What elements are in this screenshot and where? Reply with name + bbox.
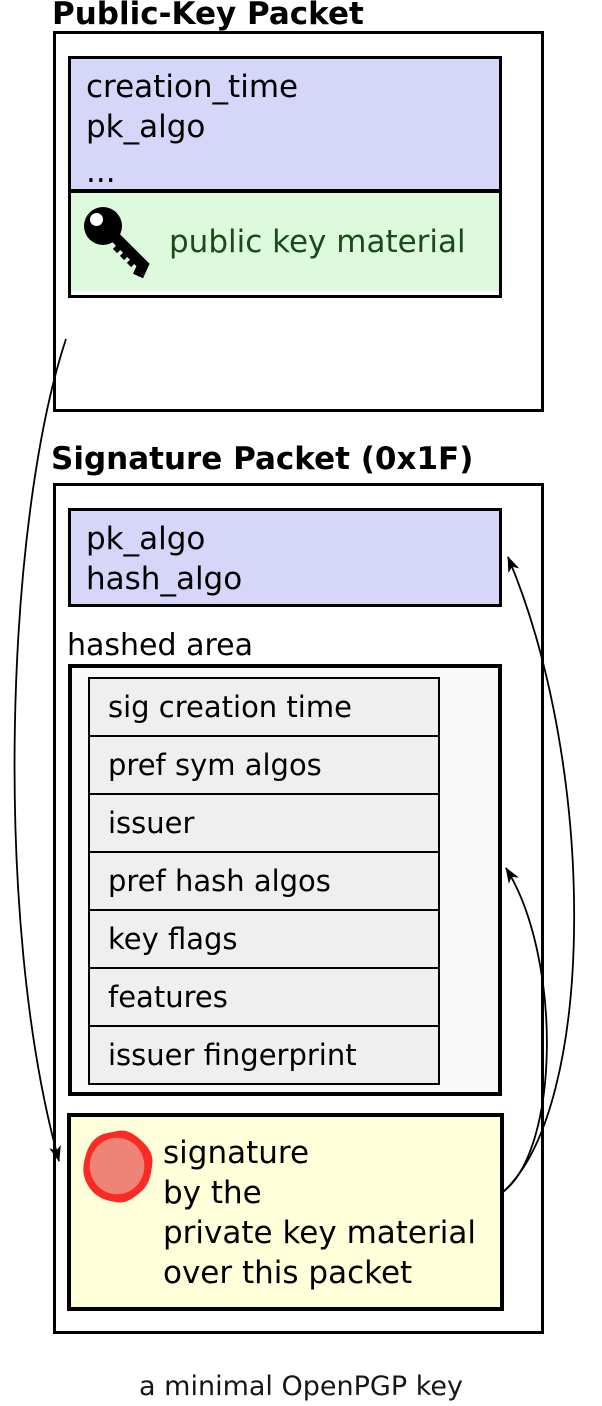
subpacket-row-issuer-fingerprint: issuer fingerprint <box>88 1025 440 1085</box>
subpacket-row-sig-creation-time: sig creation time <box>88 677 440 737</box>
wax-seal-icon <box>79 1127 157 1207</box>
signature-packet-title: Signature Packet (0x1F) <box>51 441 474 477</box>
field-hash-algo: hash_algo <box>86 561 243 597</box>
public-key-material-label: public key material <box>169 224 466 260</box>
signature-line-1: signature <box>163 1135 310 1171</box>
signature-description: signature by the private key material ov… <box>163 1133 476 1293</box>
subpacket-row-pref-sym-algos: pref sym algos <box>88 735 440 795</box>
field-pk-algo: pk_algo <box>86 109 206 145</box>
public-key-material-section: public key material <box>71 193 499 291</box>
signature-value-box: signature by the private key material ov… <box>67 1113 504 1311</box>
public-key-packet-stack: creation_time pk_algo ... public key mat… <box>68 56 502 298</box>
signature-line-3: private key material <box>163 1215 476 1251</box>
field-pk-algo-sig: pk_algo <box>86 521 206 557</box>
subpacket-table: sig creation time pref sym algos issuer … <box>88 677 440 1085</box>
field-creation-time: creation_time <box>86 69 299 105</box>
signature-header-section: pk_algo hash_algo <box>68 508 502 607</box>
key-icon <box>79 200 159 284</box>
hashed-area-box: sig creation time pref sym algos issuer … <box>68 664 502 1096</box>
subpacket-row-pref-hash-algos: pref hash algos <box>88 851 440 911</box>
signature-line-2: by the <box>163 1175 262 1211</box>
signature-line-4: over this packet <box>163 1255 413 1291</box>
subpacket-row-features: features <box>88 967 440 1027</box>
public-key-header-section: creation_time pk_algo ... <box>71 59 499 193</box>
hashed-area-label: hashed area <box>67 628 253 663</box>
subpacket-row-issuer: issuer <box>88 793 440 853</box>
field-ellipsis: ... <box>86 154 116 190</box>
subpacket-row-key-flags: key flags <box>88 909 440 969</box>
diagram-caption: a minimal OpenPGP key <box>139 1371 463 1402</box>
public-key-packet-title: Public-Key Packet <box>52 0 364 32</box>
